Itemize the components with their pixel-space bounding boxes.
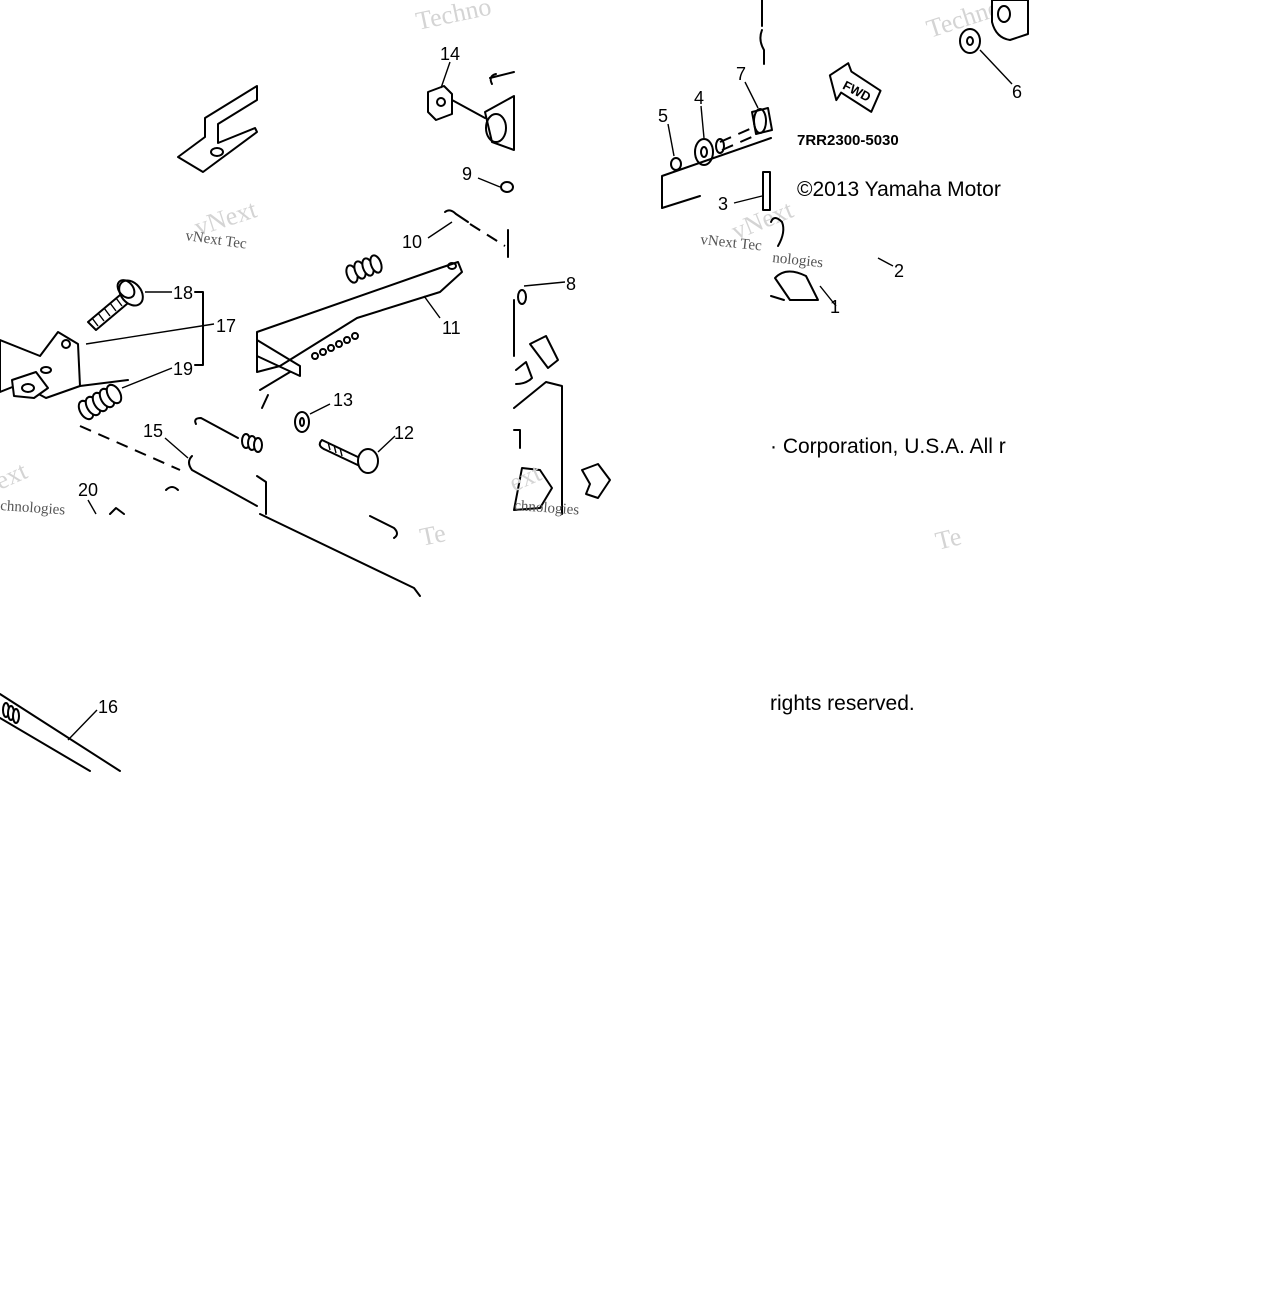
callout-13: 13 xyxy=(333,390,353,410)
part-20-fragment xyxy=(109,507,125,515)
part-6-washer xyxy=(959,28,981,54)
callout-11: 11 xyxy=(442,318,461,338)
part-18-bolt xyxy=(87,279,144,331)
copyright-line-1: ©2013 Yamaha Motor xyxy=(797,178,1001,201)
part-15-pin xyxy=(188,455,258,507)
pivot-bracket-top-right xyxy=(991,0,1029,41)
callout-9: 9 xyxy=(462,164,472,184)
leader-2 xyxy=(877,257,894,267)
callout-20: 20 xyxy=(78,480,98,500)
part-4-washer xyxy=(694,138,714,166)
copyright-line-3: rights reserved. xyxy=(770,692,915,715)
leader-7 xyxy=(744,81,759,109)
callout-3: 3 xyxy=(718,194,728,214)
callout-15: 15 xyxy=(143,421,163,441)
callout-1: 1 xyxy=(830,297,840,317)
callout-8: 8 xyxy=(566,274,576,294)
callout-7: 7 xyxy=(736,64,746,84)
part-16-rod xyxy=(0,693,121,772)
part-7-collar xyxy=(715,107,773,154)
part-3-pin xyxy=(762,171,771,211)
part-13-washer xyxy=(294,411,310,433)
part-8-lever xyxy=(513,289,559,385)
bracket-17-group xyxy=(194,291,204,366)
shaft-assembly-upper xyxy=(451,71,515,151)
leader-4 xyxy=(700,105,705,139)
spring-lower-left xyxy=(241,433,263,453)
hinge-bracket-17 xyxy=(0,331,129,399)
watermark-vnext-tec: vNext Tec xyxy=(184,228,248,252)
leader-5 xyxy=(667,123,675,157)
watermark-te-2: Te xyxy=(932,521,964,555)
leader-6 xyxy=(979,49,1013,85)
rail-hook xyxy=(369,515,398,539)
callout-18: 18 xyxy=(173,283,193,303)
leader-16 xyxy=(67,709,98,741)
part-12-bolt xyxy=(318,439,379,474)
leader-3 xyxy=(733,195,763,204)
pin-clip xyxy=(194,417,239,439)
watermark-chnologies-2: chnologies xyxy=(514,498,580,519)
leader-8 xyxy=(523,281,566,287)
callout-17: 17 xyxy=(216,316,236,336)
watermark-vnext-tec-2: vNext Tec xyxy=(700,232,763,254)
watermark-te: Te xyxy=(417,518,448,552)
copyright-line-2: · Corporation, U.S.A. All r xyxy=(770,435,1006,458)
leader-10 xyxy=(427,221,453,239)
leader-9 xyxy=(477,177,501,188)
leader-14 xyxy=(440,61,451,89)
frame-edge-mid xyxy=(256,475,267,515)
leader-15 xyxy=(164,437,189,459)
dashed-line-15 xyxy=(79,425,181,471)
part-9-washer xyxy=(500,181,514,193)
callout-19: 19 xyxy=(173,359,193,379)
part-10-cotter-pin xyxy=(444,209,469,223)
leader-13 xyxy=(309,403,331,415)
spring-upper xyxy=(345,254,383,284)
leader-17 xyxy=(85,323,215,345)
callout-16: 16 xyxy=(98,697,118,717)
frame-rail-lower xyxy=(259,513,421,597)
leader-1 xyxy=(819,285,837,307)
curve-20 xyxy=(165,486,179,491)
watermark-nologies: nologies xyxy=(772,250,824,271)
housing-frame xyxy=(513,381,611,515)
callout-4: 4 xyxy=(694,88,704,108)
part-1-bushing xyxy=(770,270,819,301)
part-11-lever xyxy=(256,261,463,409)
leader-20 xyxy=(87,499,97,515)
callout-10: 10 xyxy=(402,232,422,252)
bracket-plate-top-left xyxy=(177,85,258,173)
part-14-nut xyxy=(427,85,453,121)
frame-plate-5 xyxy=(661,137,772,209)
fwd-arrow: FWD xyxy=(828,62,882,113)
frame-edge-right xyxy=(770,217,785,247)
frame-edge-curve xyxy=(759,29,765,65)
leader-11 xyxy=(423,295,441,319)
callout-6: 6 xyxy=(1012,82,1022,102)
dashed-line-10 xyxy=(469,223,506,247)
watermark-techno-top: Techno xyxy=(413,0,494,36)
watermark-ext: ext xyxy=(0,456,32,496)
part-code: 7RR2300-5030 xyxy=(797,132,899,149)
leader-19 xyxy=(121,367,173,389)
callout-2: 2 xyxy=(894,261,904,281)
callout-14: 14 xyxy=(440,44,460,64)
callout-12: 12 xyxy=(394,423,414,443)
leader-12 xyxy=(377,435,396,453)
watermark-chnologies: chnologies xyxy=(0,498,66,519)
callout-5: 5 xyxy=(658,106,668,126)
part-19-spring xyxy=(77,383,123,421)
